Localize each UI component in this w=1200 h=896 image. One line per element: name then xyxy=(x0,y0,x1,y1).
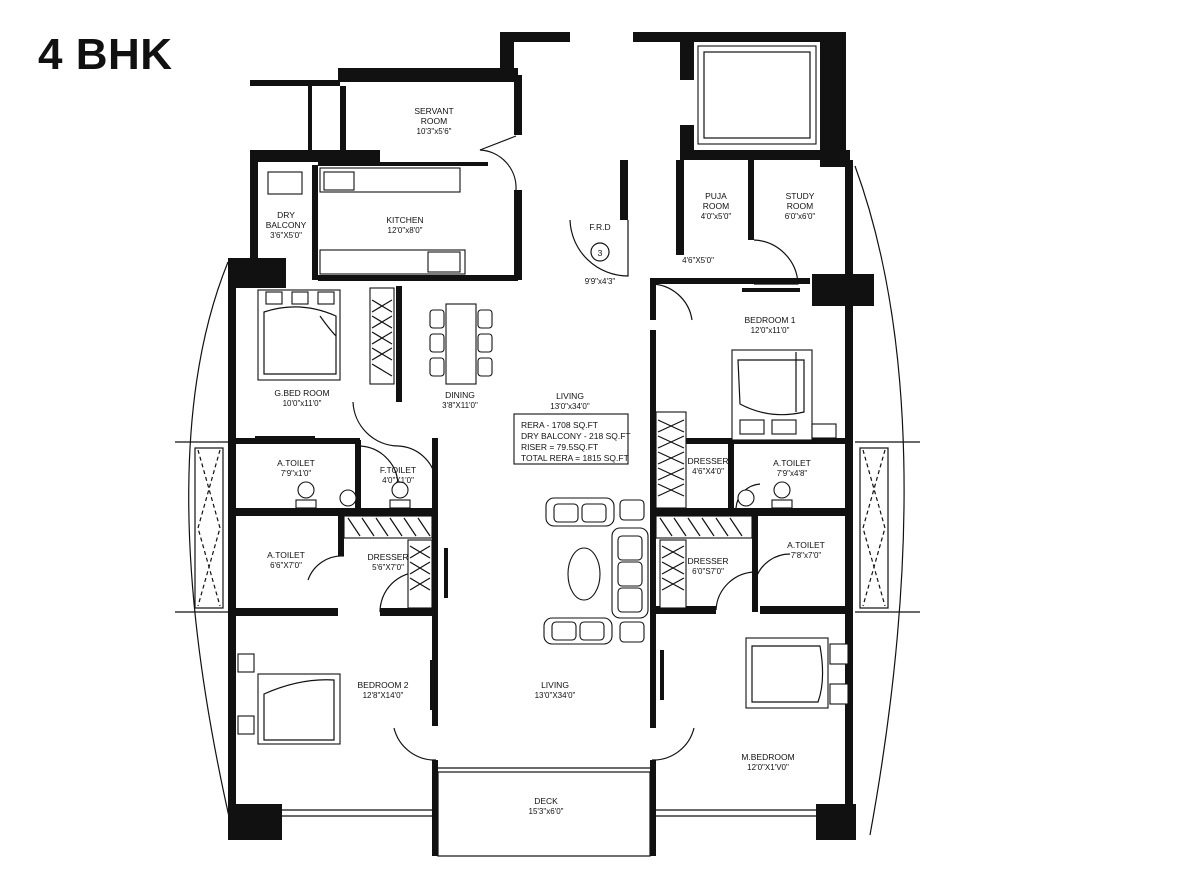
servant-room-label: ROOM xyxy=(421,116,447,126)
bedroom2-label: BEDROOM 2 xyxy=(357,680,408,690)
bedroom1-label: BEDROOM 1 xyxy=(744,315,795,325)
dresser-b2-label: DRESSER xyxy=(367,552,408,562)
deck-label: DECK xyxy=(534,796,558,806)
living-sofa-set xyxy=(543,497,649,645)
frd-number: 3 xyxy=(598,248,603,258)
right-balcony xyxy=(859,447,889,609)
a-toilet-guest-dim: 7'9"x1'0" xyxy=(281,469,312,478)
guest-bedroom-dim: 10'0"x11'0" xyxy=(283,399,322,408)
dry-balcony-label: BALCONY xyxy=(266,220,307,230)
kitchen-counters xyxy=(319,167,466,275)
dresser-b1-wardrobe xyxy=(655,411,687,509)
passage-dim: 4'6"X5'0" xyxy=(682,256,714,265)
master-bedroom-label: M.BEDROOM xyxy=(741,752,794,762)
room-labels: SERVANT ROOM 10'3"x5'6" DRY BALCONY 3'6"… xyxy=(266,106,825,816)
dry-balcony-fixtures xyxy=(267,171,303,195)
doors xyxy=(307,135,799,761)
dresser-master-dim: 6'0"S7'0" xyxy=(692,567,724,576)
toilet-fixtures xyxy=(255,436,793,509)
a-toilet-b2-dim: 6'6"X7'0" xyxy=(270,561,302,570)
master-bed xyxy=(660,637,849,709)
dry-balcony-label: DRY xyxy=(277,210,295,220)
servant-room-label: SERVANT xyxy=(414,106,453,116)
dining-table xyxy=(429,303,493,385)
puja-room-dim: 4'0"x5'0" xyxy=(701,212,732,221)
puja-room-label: PUJA xyxy=(705,191,727,201)
dresser-b1-label: DRESSER xyxy=(687,456,728,466)
frd-dim: 9'9"x4'3" xyxy=(585,277,616,286)
frd-number-circle xyxy=(590,242,610,262)
area-line-dry-balcony: DRY BALCONY - 218 SQ.FT xyxy=(521,431,631,441)
frd-label: F.R.D xyxy=(589,222,610,232)
left-balcony xyxy=(194,447,224,609)
dresser-master-wardrobe xyxy=(655,515,753,609)
f-toilet-label: F.TOILET xyxy=(380,465,416,475)
dining-dim: 3'8"X11'0" xyxy=(442,401,478,410)
bedroom1-bed xyxy=(731,349,837,441)
facade-curves xyxy=(175,165,920,836)
a-toilet-b1-dim: 7'9"x4'8" xyxy=(777,469,808,478)
bedroom1-dim: 12'0"x11'0" xyxy=(751,326,790,335)
deck-dim: 15'3"x6'0" xyxy=(529,807,564,816)
walls xyxy=(228,32,874,857)
living-bottom-label: LIVING xyxy=(541,680,569,690)
a-toilet-guest-label: A.TOILET xyxy=(277,458,315,468)
a-toilet-master-label: A.TOILET xyxy=(787,540,825,550)
a-toilet-master-dim: 7'8"x7'0" xyxy=(791,551,822,560)
living-top-dim: 13'0"x34'0" xyxy=(550,402,590,411)
plan-title: 4 BHK xyxy=(38,30,173,79)
dresser-b1-dim: 4'6"X4'0" xyxy=(692,467,724,476)
living-top-label: LIVING xyxy=(556,391,584,401)
area-line-total: TOTAL RERA = 1815 SQ.FT xyxy=(521,453,629,463)
puja-room-label: ROOM xyxy=(703,201,729,211)
dining-label: DINING xyxy=(445,390,475,400)
study-room-dim: 6'0"x6'0" xyxy=(785,212,816,221)
servant-room-dim: 10'3"x5'6" xyxy=(417,127,452,136)
shaft xyxy=(697,45,817,145)
dresser-master-label: DRESSER xyxy=(687,556,728,566)
kitchen-dim: 12'0"x8'0" xyxy=(388,226,423,235)
a-toilet-b2-label: A.TOILET xyxy=(267,550,305,560)
guest-bed xyxy=(257,289,341,381)
dresser-b2-wardrobe xyxy=(343,515,448,609)
study-room-label: ROOM xyxy=(787,201,813,211)
area-line-riser: RISER = 79.5SQ.FT xyxy=(521,442,598,452)
living-bottom-dim: 13'0"X34'0" xyxy=(535,691,576,700)
dresser-b2-dim: 5'6"X7'0" xyxy=(372,563,404,572)
guest-bedroom-label: G.BED ROOM xyxy=(274,388,329,398)
study-room-label: STUDY xyxy=(786,191,815,201)
guest-wardrobe xyxy=(369,287,395,385)
kitchen-label: KITCHEN xyxy=(386,215,423,225)
a-toilet-b1-label: A.TOILET xyxy=(773,458,811,468)
master-bedroom-dim: 12'0"X1'V0" xyxy=(747,763,789,772)
bedroom2-dim: 12'8"X14'0" xyxy=(363,691,404,700)
area-line-rera: RERA - 1708 SQ.FT xyxy=(521,420,598,430)
area-summary-box: RERA - 1708 SQ.FT DRY BALCONY - 218 SQ.F… xyxy=(513,413,631,465)
dry-balcony-dim: 3'6"X5'0" xyxy=(270,231,302,240)
bedroom2-bed xyxy=(237,653,434,745)
f-toilet-dim: 4'0"X1'0" xyxy=(382,476,414,485)
